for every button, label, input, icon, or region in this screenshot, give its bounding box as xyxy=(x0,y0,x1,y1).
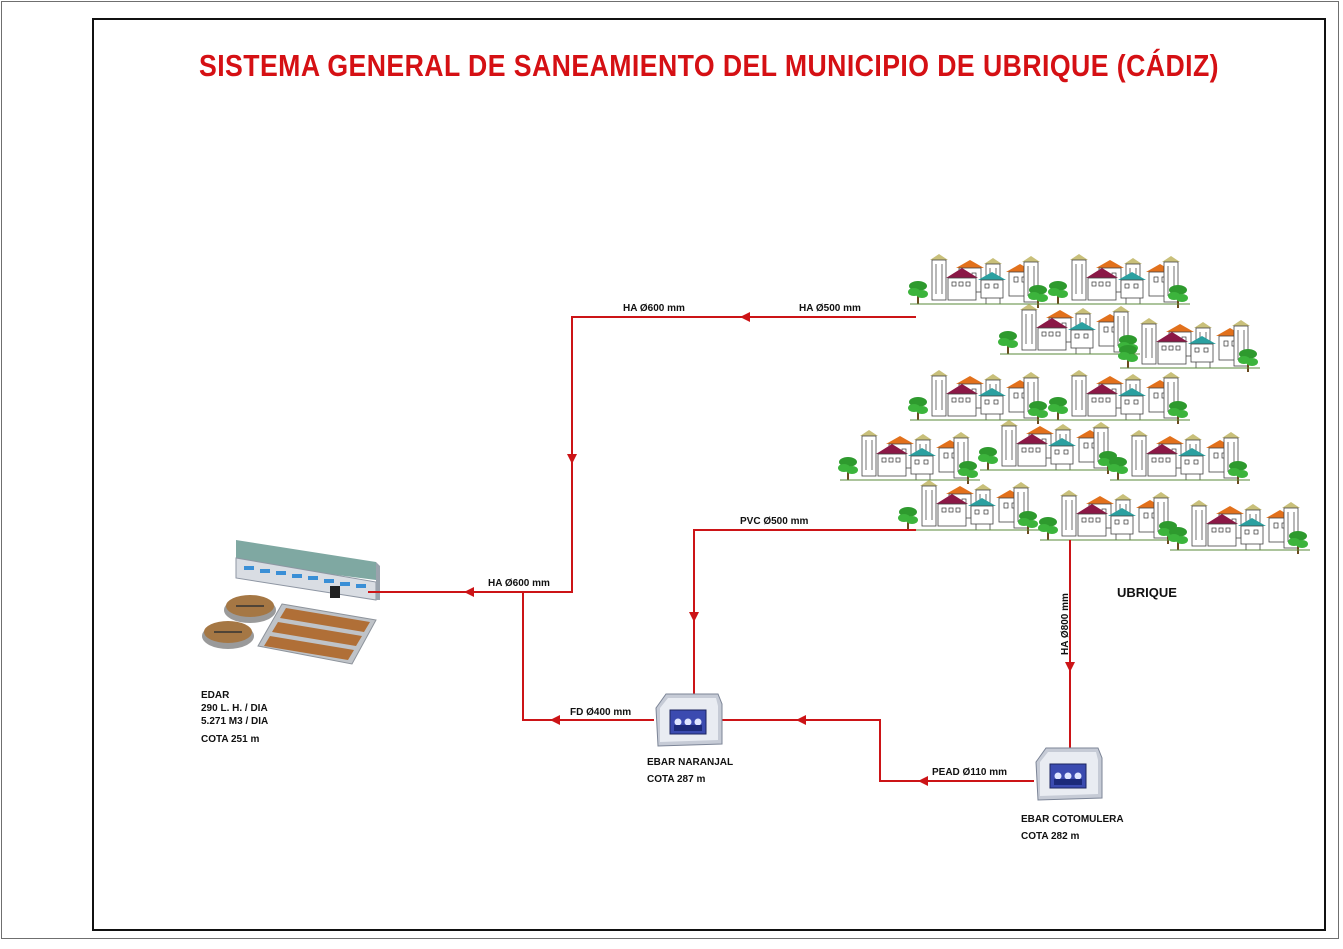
arrow-ha800 xyxy=(1065,662,1075,672)
label-ha800: HA Ø800 mm xyxy=(1060,593,1071,655)
ebar-cotomulera-station xyxy=(1035,747,1103,801)
page-title: SISTEMA GENERAL DE SANEAMIENTO DEL MUNIC… xyxy=(198,48,1219,83)
ebar-cotomulera-name: EBAR COTOMULERA xyxy=(1021,814,1124,825)
arrow-ha600-edar xyxy=(464,587,474,597)
label-pvc500: PVC Ø500 mm xyxy=(740,516,808,527)
edar-name: EDAR xyxy=(201,690,230,701)
pipe-pvc500 xyxy=(693,529,916,703)
arrow-pead-to-naranjal xyxy=(796,715,806,725)
arrow-pead110 xyxy=(918,776,928,786)
drawing-frame xyxy=(92,18,1326,931)
flow-arrows xyxy=(464,312,1075,786)
arrow-ha600-down xyxy=(567,454,577,464)
ubrique-town-illustration xyxy=(838,254,1310,554)
edar-flow-m3: 5.271 M3 / DIA xyxy=(201,716,268,727)
ebar-naranjal-station xyxy=(655,693,723,747)
edar-flow-lh: 290 L. H. / DIA xyxy=(201,703,268,714)
ebar-cotomulera-cota: COTA 282 m xyxy=(1021,831,1079,842)
town-label: UBRIQUE xyxy=(1117,585,1177,600)
label-fd400: FD Ø400 mm xyxy=(570,707,631,718)
ebar-naranjal-cota: COTA 287 m xyxy=(647,774,705,785)
arrow-pvc500 xyxy=(689,612,699,622)
label-ha600-edar: HA Ø600 mm xyxy=(488,578,550,589)
ebar-naranjal-name: EBAR NARANJAL xyxy=(647,757,733,768)
label-ha600-top: HA Ø600 mm xyxy=(623,303,685,314)
edar-plant-illustration xyxy=(202,540,380,665)
pipe-fd400 xyxy=(522,592,654,721)
arrow-fd400 xyxy=(550,715,560,725)
arrow-ha500 xyxy=(740,312,750,322)
edar-cota: COTA 251 m xyxy=(201,734,259,745)
label-pead110: PEAD Ø110 mm xyxy=(932,767,1007,778)
label-ha500: HA Ø500 mm xyxy=(799,303,861,314)
pipe-ha500-ha600 xyxy=(368,316,916,593)
